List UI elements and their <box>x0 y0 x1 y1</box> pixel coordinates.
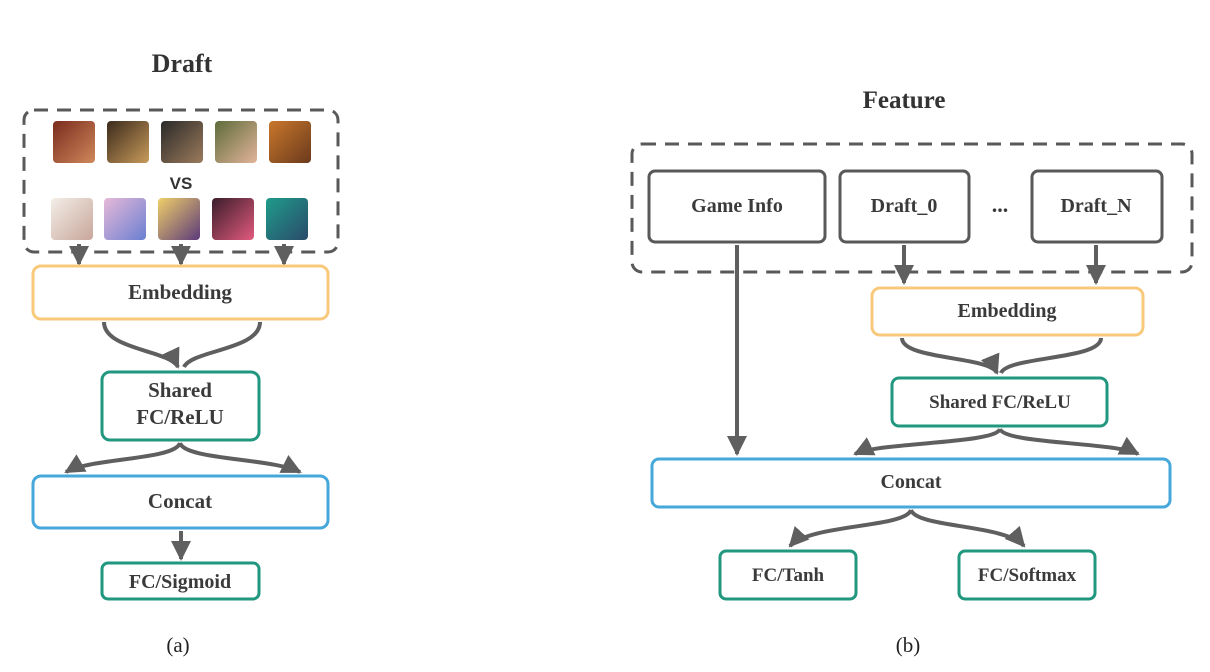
fc-sigmoid-box <box>100 561 261 601</box>
arrow-embedding-to-shared-right <box>182 321 262 369</box>
panel-b-title: Feature <box>863 87 946 114</box>
draft-0-box <box>838 169 971 244</box>
concat-label-b: Concat <box>880 471 941 493</box>
vs-label: VS <box>170 174 193 193</box>
arrow-embedding-to-shared-b-right <box>999 337 1103 375</box>
fc-tanh-box <box>718 549 858 601</box>
hero-portrait-1 <box>53 121 95 163</box>
hero-portrait-6 <box>51 198 93 240</box>
game-info-label: Game Info <box>691 195 783 217</box>
embedding-label-a: Embedding <box>128 280 232 304</box>
concat-box-b <box>650 457 1172 509</box>
arrow-concat-to-softmax <box>909 508 1026 548</box>
concat-box-a <box>31 474 330 530</box>
arrow-shared-b-to-concat-right <box>998 427 1140 456</box>
embedding-label-b: Embedding <box>958 300 1057 322</box>
fc-sigmoid-label: FC/Sigmoid <box>129 571 231 593</box>
panel-a-title: Draft <box>152 49 213 78</box>
hero-portrait-4 <box>215 121 257 163</box>
arrow-embedding-to-shared-b-left <box>900 337 1000 375</box>
hero-row-bottom <box>51 198 308 240</box>
shared-fc-relu-box-a <box>100 370 261 442</box>
shared-label-line1: Shared <box>148 378 212 402</box>
hero-portrait-9 <box>212 198 254 240</box>
hero-portrait-5 <box>269 121 311 163</box>
arrow-shared-to-concat-left <box>64 441 182 474</box>
embedding-box-a <box>31 264 330 321</box>
arrow-concat-to-tanh <box>788 508 913 548</box>
draft-n-label: Draft_N <box>1060 195 1132 217</box>
embedding-box-b <box>870 286 1145 337</box>
fc-tanh-label: FC/Tanh <box>752 565 825 586</box>
arrow-shared-to-concat-right <box>178 441 302 474</box>
hero-portrait-2 <box>107 121 149 163</box>
arrow-embedding-to-shared-left <box>102 321 180 369</box>
draft-ellipsis: ... <box>992 192 1009 217</box>
hero-draft-container <box>22 108 340 254</box>
hero-portrait-7 <box>104 198 146 240</box>
game-info-box <box>647 169 827 244</box>
arrow-shared-b-to-concat-left <box>853 427 1002 456</box>
panel-a-caption: (a) <box>166 633 189 657</box>
draft-0-label: Draft_0 <box>871 195 938 217</box>
hero-row-top <box>53 121 311 163</box>
shared-label-line2: FC/ReLU <box>136 405 224 429</box>
draft-n-box <box>1030 169 1164 244</box>
hero-portrait-10 <box>266 198 308 240</box>
fc-softmax-box <box>957 549 1097 601</box>
shared-label-b: Shared FC/ReLU <box>929 392 1071 413</box>
hero-portrait-3 <box>161 121 203 163</box>
shared-fc-relu-box-b <box>890 376 1109 428</box>
panel-b-caption: (b) <box>896 633 921 657</box>
concat-label-a: Concat <box>148 489 212 513</box>
fc-softmax-label: FC/Softmax <box>978 565 1077 586</box>
hero-portrait-8 <box>158 198 200 240</box>
